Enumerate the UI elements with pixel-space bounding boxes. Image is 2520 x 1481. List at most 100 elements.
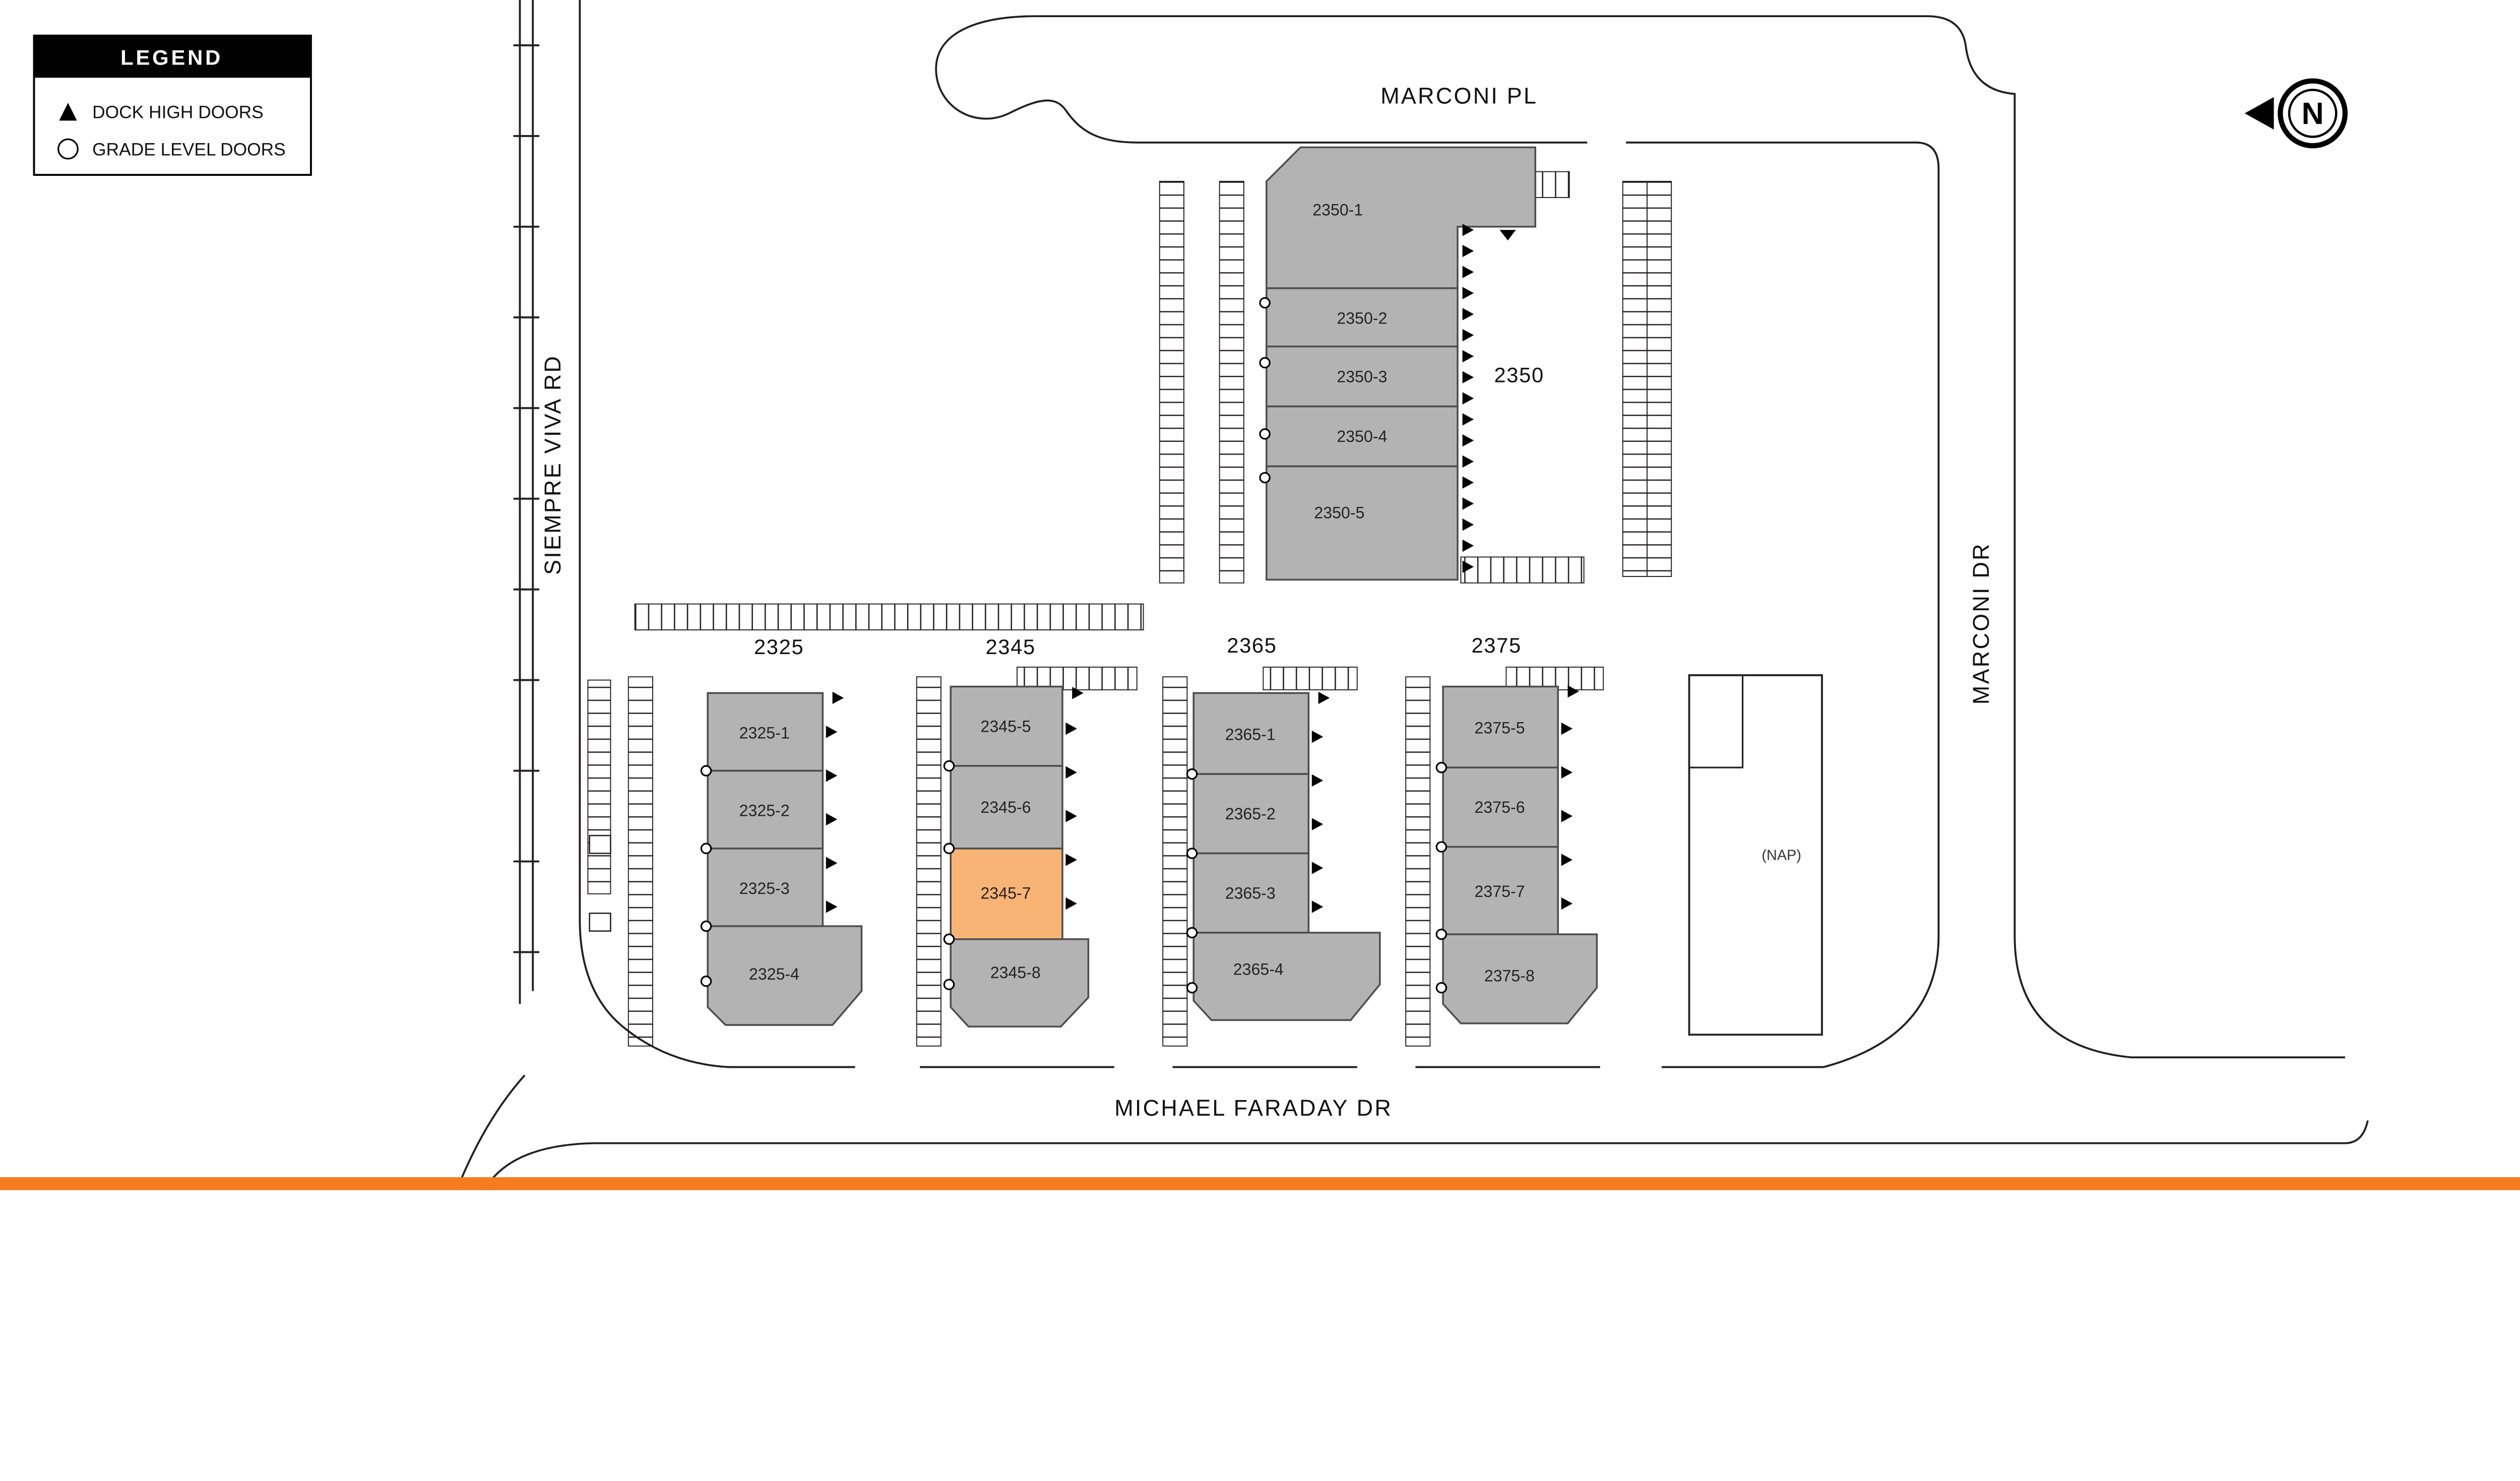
dock-high-door-icons xyxy=(1561,685,1580,910)
north-arrow-icon xyxy=(2244,97,2274,130)
building-2365: 2365-1 2365-2 2365-3 2365-4 2365 xyxy=(1186,633,1381,1021)
unit-label: 2350-2 xyxy=(1337,309,1387,328)
grade-level-door-icons xyxy=(1186,768,1198,994)
unit-label: 2345-8 xyxy=(990,963,1041,982)
unit-label: 2375-8 xyxy=(1484,967,1535,985)
parking-row xyxy=(1647,180,1672,577)
grade-door-icon xyxy=(700,843,712,855)
legend: LEGEND DOCK HIGH DOORS GRADE LEVEL DOORS xyxy=(33,34,312,176)
unit-2350-5[interactable] xyxy=(1266,465,1459,581)
grade-door-icon xyxy=(1435,841,1447,853)
grade-door-icon xyxy=(700,976,712,987)
dock-icon xyxy=(826,769,838,782)
grade-door-icon xyxy=(1259,472,1271,484)
building-2350: 2350-1 2350-2 2350-3 2350-4 2350-5 2350 xyxy=(1259,146,1544,581)
dock-icon xyxy=(826,813,838,826)
building-label-2350: 2350 xyxy=(1494,363,1544,387)
grade-door-icon xyxy=(1186,982,1198,994)
building-label-2365: 2365 xyxy=(1227,633,1277,657)
nap-label: (NAP) xyxy=(1761,847,1801,863)
unit-label: 2350-3 xyxy=(1337,367,1387,385)
grade-door-icon xyxy=(1186,927,1198,939)
dock-icon xyxy=(1462,287,1474,299)
grade-door-icon xyxy=(700,765,712,777)
unit-label: 2365-3 xyxy=(1225,884,1276,902)
grade-level-door-icons xyxy=(943,760,955,990)
parking-row xyxy=(1263,666,1358,690)
unit-label: 2365-2 xyxy=(1225,805,1276,823)
parking-row xyxy=(1622,180,1648,577)
north-inner-circle xyxy=(2288,89,2338,138)
unit-label: 2365-4 xyxy=(1233,960,1284,978)
dock-icon xyxy=(1311,818,1324,830)
site-plan: 2350-1 2350-2 2350-3 2350-4 2350-5 2350 xyxy=(0,0,2520,1190)
dock-high-door-icons xyxy=(1311,691,1330,913)
grade-door-icon xyxy=(1259,297,1271,309)
building-label-2325: 2325 xyxy=(754,635,804,659)
dock-icon xyxy=(1561,854,1573,866)
grade-door-icon xyxy=(1186,768,1198,780)
dock-icon xyxy=(1561,897,1573,910)
dock-icon xyxy=(1561,810,1573,822)
southwest-curb xyxy=(456,1074,526,1190)
railroad-line xyxy=(513,0,540,1004)
dock-high-door-icons xyxy=(1462,224,1516,573)
dock-icon xyxy=(1065,810,1077,822)
unit-2325-4[interactable] xyxy=(707,925,863,1026)
grade-door-icon xyxy=(1435,928,1447,940)
dock-icon xyxy=(1499,230,1516,241)
north-indicator: N xyxy=(2244,78,2348,149)
dock-icon xyxy=(1462,329,1474,342)
grade-door-icon xyxy=(943,933,955,945)
dock-icon xyxy=(1311,730,1324,743)
unit-2365-4[interactable] xyxy=(1192,932,1381,1021)
dock-icon xyxy=(1462,518,1474,531)
unit-2350-1[interactable] xyxy=(1266,146,1537,289)
siempre-viva-edge xyxy=(579,0,729,1068)
parking-row xyxy=(1162,676,1188,1047)
dock-icon xyxy=(1462,308,1474,320)
parking-row xyxy=(916,676,941,1047)
dock-icon xyxy=(1462,244,1474,257)
dock-icon xyxy=(1462,539,1474,552)
unit-label: 2375-5 xyxy=(1475,719,1525,737)
grade-level-door-icons xyxy=(700,765,712,987)
parking-row xyxy=(1219,180,1244,584)
dock-icon xyxy=(1311,862,1324,874)
unit-label: 2350-5 xyxy=(1314,503,1364,522)
legend-item-dock-label: DOCK HIGH DOORS xyxy=(92,103,264,122)
dock-icon xyxy=(826,726,838,738)
grade-door-icon xyxy=(1259,428,1271,440)
dock-icon xyxy=(826,900,838,913)
grade-level-doors-icon xyxy=(57,138,79,160)
unit-label: 2345-6 xyxy=(980,798,1031,816)
nap-outline xyxy=(1688,674,1823,1036)
grade-door-icon xyxy=(700,920,712,932)
dock-icon xyxy=(1311,900,1324,913)
north-letter: N xyxy=(2302,96,2324,131)
dock-icon xyxy=(1462,434,1474,447)
dock-icon xyxy=(1065,897,1077,910)
dock-icon xyxy=(1462,413,1474,426)
parking-row xyxy=(634,603,1144,630)
dock-icon xyxy=(1462,476,1474,489)
grade-door-icon xyxy=(943,979,955,990)
road-outlines xyxy=(456,0,2369,1190)
parking-row xyxy=(1405,676,1431,1047)
grade-door-icon xyxy=(943,843,955,855)
unit-2345-8[interactable] xyxy=(950,938,1090,1028)
parking-island xyxy=(589,834,611,854)
unit-label: 2325-3 xyxy=(739,879,790,897)
building-2375: 2375-5 2375-6 2375-7 2375-8 2375 xyxy=(1435,633,1598,1024)
dock-icon xyxy=(1065,854,1077,866)
grade-level-door-icons xyxy=(1435,761,1447,994)
parking-stalls xyxy=(587,171,1672,1047)
grade-door-icon xyxy=(1435,982,1447,994)
marconi-dr-west-edge xyxy=(1626,141,1940,1068)
dock-icon xyxy=(1065,722,1077,735)
unit-label: 2375-6 xyxy=(1475,798,1525,816)
unit-2375-8[interactable] xyxy=(1442,933,1598,1024)
site-plan-svg: 2350-1 2350-2 2350-3 2350-4 2350-5 2350 xyxy=(0,0,2520,1190)
building-label-2375: 2375 xyxy=(1471,633,1521,657)
grade-door-icon xyxy=(1435,761,1447,774)
